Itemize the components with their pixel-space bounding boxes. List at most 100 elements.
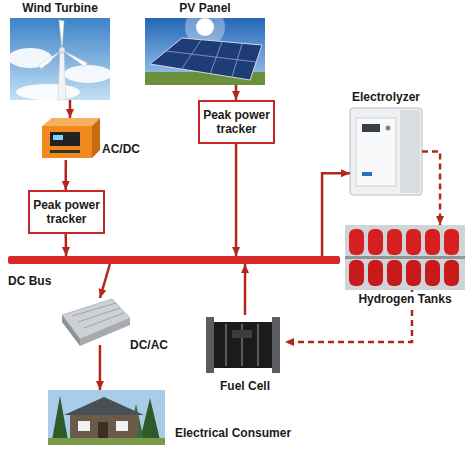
power-flow-arrow [100,264,110,298]
screen [53,135,63,140]
cylinder [368,260,383,286]
blade [59,20,64,50]
cylinder [444,229,459,255]
pv-panel-photo [145,7,265,85]
node-label: DC/AC [130,338,180,352]
window [78,421,90,431]
sun [196,18,214,36]
cylinder [425,260,440,286]
sky [48,390,165,445]
panel-grid [232,44,242,77]
node-label: PV Panel [145,1,265,15]
case-top [42,118,100,126]
display [362,124,380,132]
pv-panel: PV Panel [145,18,265,85]
rack-bar [345,256,465,259]
node-label: Electrical Consumer [175,426,325,440]
peak-power-tracker: Peak power tracker [198,100,275,144]
power-flow-arrow [69,100,72,118]
house-wall [70,413,138,441]
grass [48,438,165,445]
cylinder [368,229,383,255]
end-plate [206,317,214,373]
power-flow-arrow [235,144,238,256]
node-label: AC/DC [102,142,148,156]
logo [362,172,372,176]
power-flow-arrow [235,85,238,100]
blade [62,50,87,67]
plate-line [258,324,259,366]
fin [84,313,124,328]
dc-bus: DC Bus [8,256,340,264]
fuel-cell: Fuel Cell [205,315,285,375]
blade [39,50,62,69]
case-side [80,318,130,346]
hydrogen-tanks-photo [345,225,465,290]
cylinder [349,260,364,286]
electrolyzer-photo [350,108,422,195]
hydrogen-flow-arrow [422,152,440,226]
power-flow-arrow [99,345,102,390]
power-flow-arrow [244,264,247,315]
solar-array [150,38,262,80]
cell-stack [210,322,274,368]
case-front [42,126,92,158]
cylinder [444,260,459,286]
node-label: DC Bus [8,274,78,288]
node-label: Wind Turbine [10,1,110,15]
electrical-consumer: Electrical Consumer [48,390,165,445]
connector-block [232,330,252,338]
electrolyzer: Electrolyzer [350,108,422,195]
acdc-converter-photo [42,118,100,158]
window [116,421,128,431]
cabinet [350,108,422,195]
hydrogen-tanks: Hydrogen Tanks [345,225,465,290]
fuel-cell-photo [206,317,280,373]
tree [140,398,160,440]
node-label: Hydrogen Tanks [345,292,465,306]
cylinder [425,229,440,255]
power-flow-arrow [64,160,67,190]
node-label: Peak power tracker [200,108,273,136]
panel-grid [166,51,256,62]
node-label: Electrolyzer [330,90,442,104]
hub [59,47,65,53]
cylinder [406,229,421,255]
sky [145,18,265,85]
dcac-inverter: DC/AC [60,298,130,345]
front-panel [356,118,396,186]
cylinder [387,260,402,286]
wind-turbine-photo [8,18,112,100]
house-photo [48,390,165,445]
case-front [62,315,80,346]
end-plate [272,317,280,373]
fin [72,303,116,316]
cylinder [406,260,421,286]
power-flow-arrow [64,234,67,256]
knob [386,126,391,131]
node-label: Peak power tracker [30,198,103,226]
display-panel [50,132,80,146]
dcac-inverter-photo [62,299,130,346]
rack [345,225,465,290]
cloud [16,84,80,100]
tree [52,396,68,440]
tower [58,52,66,100]
case-side [92,118,100,158]
wind-turbine: Wind Turbine [10,18,110,100]
peak-power-tracker: Peak power tracker [28,190,105,234]
cabinet-side [400,110,420,193]
panel-grid [210,42,222,74]
fin [78,308,120,322]
panel-grid [181,40,201,70]
node-label: Fuel Cell [205,379,285,393]
power-flow-arrow [322,173,350,256]
roof [64,397,144,415]
cylinder [349,229,364,255]
acdc-converter: AC/DC [40,118,100,160]
vent [50,150,80,153]
cloud [64,65,112,83]
cylinder [387,229,402,255]
plate-line [226,324,227,366]
